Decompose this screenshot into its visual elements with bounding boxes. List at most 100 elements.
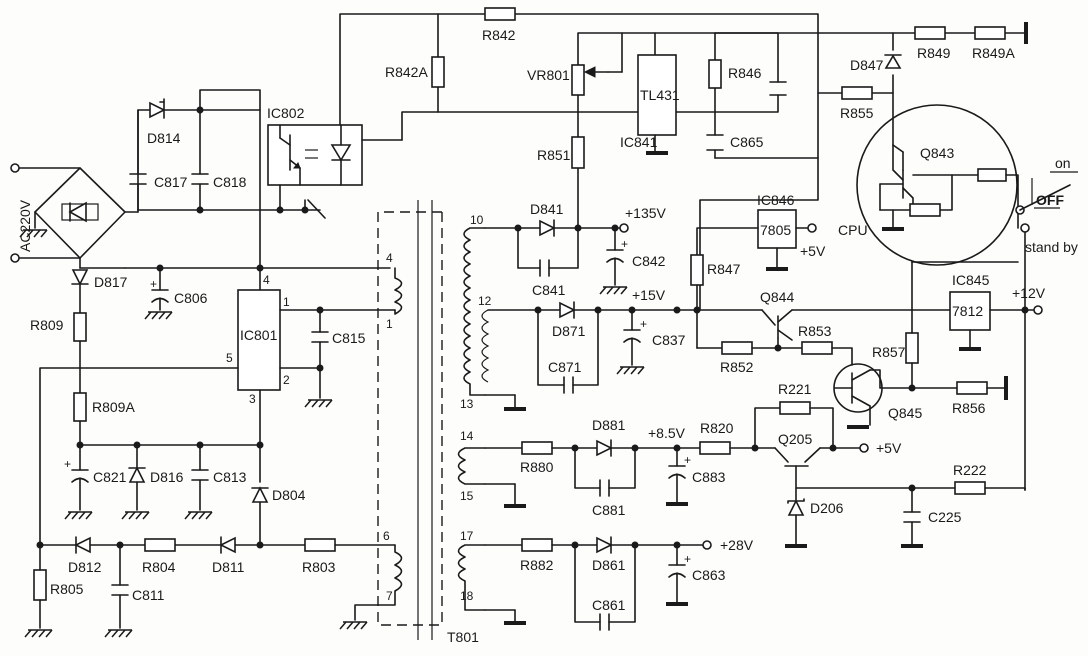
- t801-pin4: 4: [386, 251, 393, 265]
- r853-label: R853: [798, 323, 832, 339]
- cpu-block: [856, 104, 1018, 266]
- c818-label: C818: [213, 174, 247, 190]
- d814-label: D814: [147, 130, 181, 146]
- r842-resistor: [484, 7, 516, 21]
- c821-label: C821: [93, 469, 127, 485]
- c883-polarity: +: [684, 453, 691, 467]
- r820-resistor: [699, 441, 731, 455]
- ic846-label: IC846: [757, 192, 795, 208]
- c813-ground-icon: [184, 511, 213, 520]
- t801-pin7: 7: [386, 589, 393, 603]
- c821-ground-icon: [64, 511, 93, 520]
- r882-label: R882: [520, 557, 554, 573]
- c815-label: C815: [332, 330, 366, 346]
- ic845-label: IC845: [952, 272, 990, 288]
- r222-label: R222: [953, 462, 987, 478]
- t801-label: T801: [447, 629, 479, 645]
- d841-diode-icon: [539, 219, 556, 237]
- q843-label: Q843: [920, 145, 954, 161]
- r856-label: R856: [952, 400, 986, 416]
- d811-diode-icon: [219, 536, 236, 554]
- r842a-resistor: [431, 56, 445, 88]
- c881-label: C881: [592, 502, 626, 518]
- v12-label: +12V: [1012, 285, 1046, 301]
- v135-terminal: [619, 223, 629, 233]
- d847-label: D847: [850, 57, 884, 73]
- q844-transistor: [761, 309, 913, 341]
- r804-label: R804: [142, 559, 176, 575]
- ac220v-label: AC220V: [17, 199, 33, 252]
- r809a-label: R809A: [92, 399, 135, 415]
- v5a-label: +5V: [800, 243, 826, 259]
- d811-label: D811: [212, 559, 245, 575]
- ic801-pin5: 5: [226, 351, 233, 365]
- r846-label: R846: [728, 65, 762, 81]
- r851-label: R851: [537, 147, 571, 163]
- c806-polarity: +: [150, 277, 157, 291]
- ic846-7805-regulator: [757, 209, 797, 249]
- c817-label: C817: [154, 174, 188, 190]
- ic845-type: 7812: [952, 303, 983, 319]
- r847-resistor: [690, 254, 704, 286]
- cpu-output-resistor: [977, 168, 1007, 182]
- v5b-label: +5V: [876, 440, 902, 456]
- c865-label: C865: [730, 134, 764, 150]
- t801-pin13: 13: [460, 397, 474, 411]
- r809a-resistor: [73, 392, 87, 422]
- ic845-7812-regulator: [949, 291, 991, 331]
- t801-primary-ground-icon: [339, 621, 368, 630]
- d816-ground-icon: [121, 511, 150, 520]
- vr801-wiper-icon: [583, 66, 596, 78]
- c841-label: C841: [532, 282, 566, 298]
- q843-transistor: [879, 144, 914, 211]
- d206-label: D206: [810, 500, 844, 516]
- ic801-pin3: 3: [249, 392, 256, 406]
- r852-resistor: [721, 341, 753, 355]
- c883-label: C883: [692, 469, 726, 485]
- ac-input-terminal-1: [10, 163, 20, 173]
- t801-pin17: 17: [460, 529, 474, 543]
- c861-label: C861: [592, 597, 626, 613]
- ic841-tl431: [637, 54, 677, 136]
- q845-label: Q845: [888, 405, 922, 421]
- d871-label: D871: [552, 323, 586, 339]
- c225-label: C225: [928, 509, 962, 525]
- r842-label: R842: [482, 27, 516, 43]
- c806-ground-icon: [144, 311, 173, 320]
- d816-diode-icon: [128, 466, 146, 483]
- d816-label: D816: [150, 469, 184, 485]
- t801-pin12: 12: [478, 294, 492, 308]
- d881-label: D881: [592, 417, 626, 433]
- r221-resistor: [779, 401, 811, 415]
- ic801-pin4: 4: [263, 273, 270, 287]
- r855-resistor: [841, 86, 873, 100]
- d812-diode-icon: [74, 536, 91, 554]
- r849a-label: R849A: [972, 45, 1015, 61]
- bridge-rectifier: [34, 167, 126, 259]
- q843-base-resistor: [909, 203, 941, 217]
- ic801-pin2: 2: [283, 373, 290, 387]
- t801-pin6: 6: [383, 529, 390, 543]
- c811-label: C811: [132, 587, 165, 603]
- r851-resistor: [571, 136, 585, 169]
- r855-label: R855: [840, 105, 874, 121]
- r805-resistor: [33, 569, 47, 601]
- v5b-terminal: [859, 443, 869, 453]
- d847-diode-icon: [884, 54, 902, 69]
- r853-resistor: [801, 341, 833, 355]
- ic802-optocoupler: [267, 124, 363, 186]
- r857-resistor: [905, 332, 919, 364]
- c811-ground-icon: [104, 629, 133, 638]
- t801-pin15: 15: [460, 489, 474, 503]
- r849a-resistor: [974, 26, 1006, 40]
- v5a-terminal: [807, 223, 817, 233]
- ic801-label: IC801: [240, 327, 278, 343]
- t801-transformer: 4 1 6 7 T801 10 12 13 14 15 17 18: [339, 200, 492, 645]
- d861-label: D861: [592, 557, 626, 573]
- d881-diode-icon: [596, 439, 613, 457]
- ic801-pwm-controller: [237, 289, 281, 391]
- c863-polarity: +: [684, 552, 691, 566]
- d817-label: D817: [94, 274, 128, 290]
- ic802-label: IC802: [267, 105, 305, 121]
